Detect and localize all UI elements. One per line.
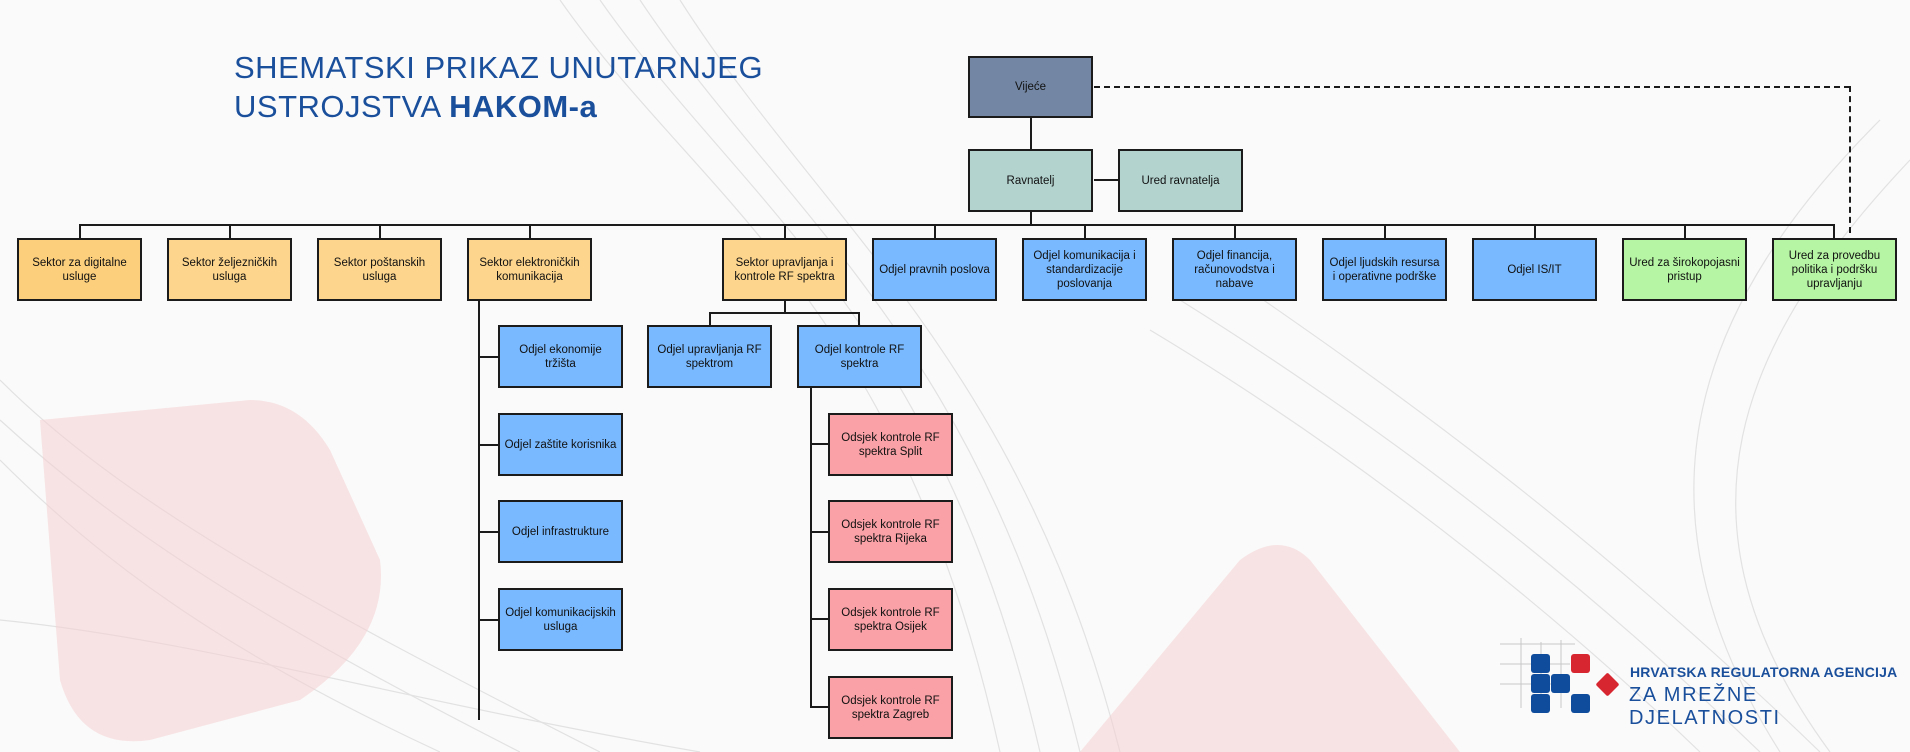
- section-rf-rijeka[interactable]: Odsjek kontrole RF spektra Rijeka: [828, 500, 953, 563]
- sector-digital-services[interactable]: Sektor za digitalne usluge: [17, 238, 142, 301]
- office-policy-support[interactable]: Ured za provedbu politika i podršku upra…: [1772, 238, 1897, 301]
- dept-is-it[interactable]: Odjel IS/IT: [1472, 238, 1597, 301]
- dept-communication-services[interactable]: Odjel komunikacijskih usluga: [498, 588, 623, 651]
- drop-6: [934, 224, 936, 238]
- director-office-box[interactable]: Ured ravnatelja: [1118, 149, 1243, 212]
- section-rf-osijek[interactable]: Odsjek kontrole RF spektra Osijek: [828, 588, 953, 651]
- office-broadband[interactable]: Ured za širokopojasni pristup: [1622, 238, 1747, 301]
- logo-agency-name-line-1: HRVATSKA REGULATORNA AGENCIJA: [1630, 664, 1898, 680]
- drop-8: [1234, 224, 1236, 238]
- rf-stub-3: [810, 618, 828, 620]
- section-rf-zagreb[interactable]: Odsjek kontrole RF spektra Zagreb: [828, 676, 953, 739]
- connector-director-main: [1030, 212, 1032, 225]
- drop-5: [784, 224, 786, 238]
- drop-11: [1684, 224, 1686, 238]
- ek-stub-3: [478, 531, 498, 533]
- council-box[interactable]: Vijeće: [968, 56, 1093, 118]
- rf-stub-1: [810, 443, 828, 445]
- drop-2: [229, 224, 231, 238]
- ek-stub-2: [478, 444, 498, 446]
- ek-stub-1: [478, 356, 498, 358]
- dept-infrastructure[interactable]: Odjel infrastrukture: [498, 500, 623, 563]
- ek-stub-4: [478, 619, 498, 621]
- rf-stub-2: [810, 531, 828, 533]
- sector-electronic-communications[interactable]: Sektor elektroničkih komunikacija: [467, 238, 592, 301]
- drop-12: [1833, 224, 1835, 238]
- dept-market-economics[interactable]: Odjel ekonomije tržišta: [498, 325, 623, 388]
- rf-stub-4: [810, 706, 828, 708]
- drop-7: [1084, 224, 1086, 238]
- sector-railway-services[interactable]: Sektor željezničkih usluga: [167, 238, 292, 301]
- dept-human-resources[interactable]: Odjel ljudskih resursa i operativne podr…: [1322, 238, 1447, 301]
- logo-agency-name-line-2: ZA MREŽNE DJELATNOSTI: [1629, 684, 1781, 729]
- dashed-council-link-vertical: [1849, 86, 1851, 233]
- sector-rf-spectrum[interactable]: Sektor upravljanja i kontrole RF spektra: [722, 238, 847, 301]
- page-title: SHEMATSKI PRIKAZ UNUTARNJEG USTROJSTVA H…: [234, 48, 763, 126]
- dept-rf-control[interactable]: Odjel kontrole RF spektra: [797, 325, 922, 388]
- drop-9: [1384, 224, 1386, 238]
- director-box[interactable]: Ravnatelj: [968, 149, 1093, 212]
- main-horizontal-line: [79, 224, 1834, 226]
- rf-sections-vertical: [810, 388, 812, 708]
- rf-drop-right: [858, 312, 860, 326]
- connector-director-office: [1094, 179, 1118, 181]
- connector-council-director: [1030, 118, 1032, 149]
- rf-drop: [784, 300, 786, 313]
- dept-communications[interactable]: Odjel komunikacija i standardizacije pos…: [1022, 238, 1147, 301]
- sector-postal-services[interactable]: Sektor poštanskih usluga: [317, 238, 442, 301]
- dept-legal[interactable]: Odjel pravnih poslova: [872, 238, 997, 301]
- drop-1: [79, 224, 81, 238]
- title-line-2: USTROJSTVA HAKOM-a: [234, 89, 598, 124]
- section-rf-split[interactable]: Odsjek kontrole RF spektra Split: [828, 413, 953, 476]
- ek-vertical: [478, 300, 480, 720]
- hakom-logo-icon: [1500, 638, 1619, 713]
- dept-rf-management[interactable]: Odjel upravljanja RF spektrom: [647, 325, 772, 388]
- rf-drop-left: [709, 312, 711, 326]
- drop-4: [529, 224, 531, 238]
- title-hakom: HAKOM-a: [449, 89, 598, 124]
- dept-user-protection[interactable]: Odjel zaštite korisnika: [498, 413, 623, 476]
- rf-horizontal: [709, 312, 860, 314]
- dept-finance[interactable]: Odjel financija, računovodstva i nabave: [1172, 238, 1297, 301]
- drop-10: [1534, 224, 1536, 238]
- title-line-1: SHEMATSKI PRIKAZ UNUTARNJEG: [234, 50, 764, 85]
- dashed-council-link: [1094, 86, 1850, 88]
- drop-3: [379, 224, 381, 238]
